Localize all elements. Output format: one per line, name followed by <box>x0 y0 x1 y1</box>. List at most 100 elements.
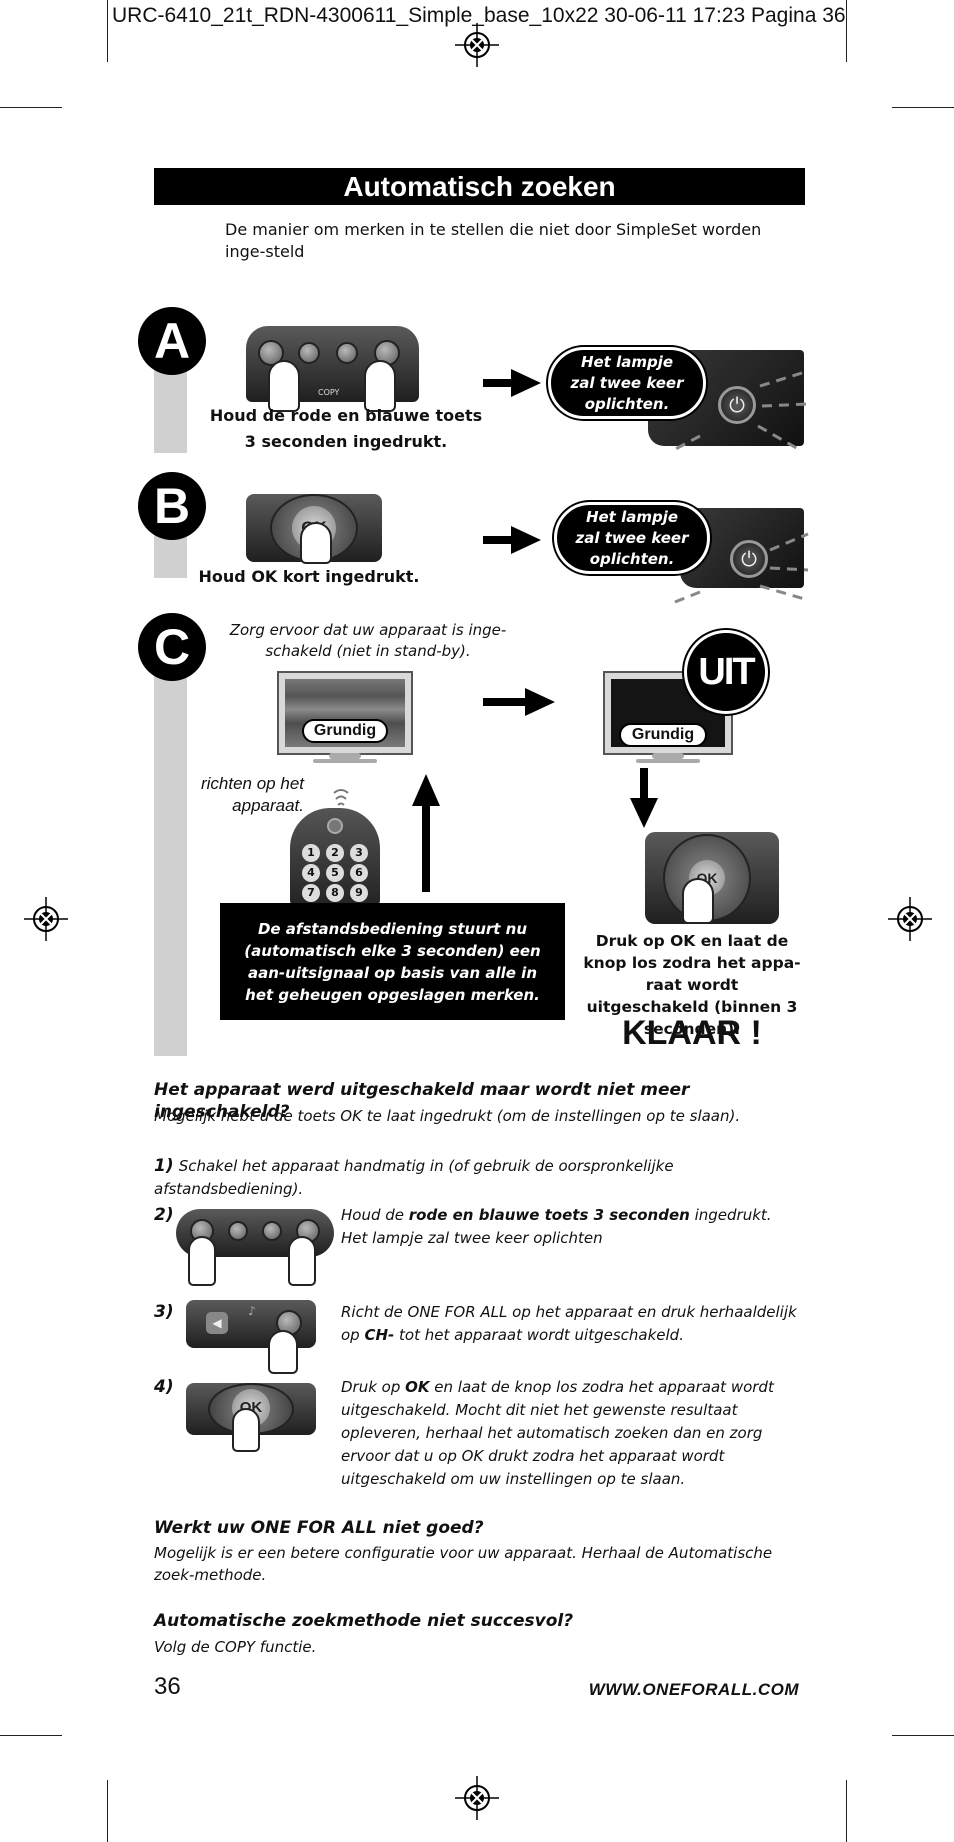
step-c-badge: C <box>138 613 206 681</box>
key: 9 <box>350 884 368 902</box>
faq-2-text: Volg de COPY functie. <box>154 1638 317 1656</box>
crop-mark <box>892 107 954 108</box>
registration-mark-icon <box>24 897 68 941</box>
arrow-right-icon <box>483 698 527 706</box>
troubleshoot-sub: Mogelijk hebt u de toets OK te laat inge… <box>154 1107 741 1125</box>
finger-icon <box>268 1330 298 1374</box>
item-emphasis: OK <box>405 1378 430 1396</box>
faq-1-text: Mogelijk is er een betere configuratie v… <box>154 1544 773 1584</box>
mute-icon: ♪ <box>248 1304 256 1318</box>
arrow-right-icon <box>525 688 555 716</box>
item-text: Druk op <box>341 1378 406 1396</box>
registration-mark-icon <box>455 1776 499 1820</box>
key: 1 <box>302 844 320 862</box>
remote-handheld: 1 2 3 4 5 6 7 8 9 <box>290 808 380 908</box>
item-3-text: Richt de ONE FOR ALL op het apparaat en … <box>341 1301 801 1347</box>
tv-stand <box>636 759 700 763</box>
key: 7 <box>302 884 320 902</box>
tv-stand <box>329 753 361 759</box>
crop-mark <box>846 0 847 62</box>
finger-icon <box>288 1236 316 1286</box>
item-text: ingedrukt. <box>689 1206 772 1224</box>
item-text: tot het apparaat wordt uitgeschakeld. <box>394 1326 684 1344</box>
light-rays-icon <box>669 532 809 606</box>
tv-brand-label: Grundig <box>619 723 707 747</box>
green-button <box>228 1221 248 1241</box>
item-number: 3) <box>154 1302 174 1322</box>
intro-text: De manier om merken in te stellen die ni… <box>225 220 762 261</box>
item-number: 4) <box>154 1377 174 1397</box>
item-number: 2) <box>154 1205 174 1225</box>
yellow-button <box>336 342 358 364</box>
crop-mark <box>0 1735 62 1736</box>
crop-mark <box>846 1780 847 1842</box>
arrow-right-icon <box>511 526 541 554</box>
item-text: Schakel het apparaat handmatig in (of ge… <box>154 1157 674 1198</box>
finger-icon <box>682 878 714 924</box>
item-text: Houd de <box>341 1206 409 1224</box>
crop-mark <box>107 0 108 62</box>
green-button <box>298 342 320 364</box>
key: 4 <box>302 864 320 882</box>
signal-icon <box>333 789 349 806</box>
item-text: en laat de knop los zodra het apparaat w… <box>341 1378 774 1488</box>
faq-2-heading: Automatische zoekmethode niet succesvol? <box>154 1611 574 1631</box>
item-4-text: Druk op OK en laat de knop los zodra het… <box>341 1376 805 1491</box>
arrow-up-icon <box>422 804 430 892</box>
item-emphasis: rode en blauwe toets 3 seconden <box>408 1206 690 1224</box>
tv-stand <box>652 753 684 759</box>
key: 8 <box>326 884 344 902</box>
power-icon <box>327 818 343 834</box>
item-number: 1) <box>154 1156 174 1176</box>
tv-stand <box>313 759 377 763</box>
tv-on-illustration: Grundig <box>279 673 411 765</box>
crop-mark <box>892 1735 954 1736</box>
step-a-badge: A <box>138 307 206 375</box>
step-b-caption: Houd OK kort ingedrukt. <box>198 567 420 586</box>
finger-icon <box>364 360 396 412</box>
item-2-text: Houd de rode en blauwe toets 3 seconden … <box>341 1204 801 1250</box>
print-header: URC-6410_21t_RDN-4300611_Simple_base_10x… <box>112 4 846 27</box>
volume-icon: ◀ <box>206 1312 228 1334</box>
crop-mark <box>0 107 62 108</box>
arrow-right-icon <box>511 369 541 397</box>
finger-icon <box>188 1236 216 1286</box>
arrow-up-icon <box>412 774 440 806</box>
uit-badge: UIT <box>684 630 768 714</box>
power-icon: ⏻ <box>718 386 756 424</box>
website-link[interactable]: WWW.ONEFORALL.COM <box>588 1680 799 1699</box>
key: 6 <box>350 864 368 882</box>
arrow-down-icon <box>630 798 658 828</box>
yellow-button <box>262 1221 282 1241</box>
arrow-down-icon <box>640 768 648 800</box>
key: 2 <box>326 844 344 862</box>
page-number: 36 <box>154 1673 181 1700</box>
item-emphasis: CH- <box>364 1326 395 1344</box>
registration-mark-icon <box>455 23 499 67</box>
step-c-bar <box>154 640 187 1056</box>
finger-icon <box>232 1408 260 1452</box>
page-title: Automatisch zoeken <box>154 168 805 205</box>
step-b-badge: B <box>138 472 206 540</box>
number-keypad: 1 2 3 4 5 6 7 8 9 <box>302 844 372 902</box>
registration-mark-icon <box>888 897 932 941</box>
step-a-bubble: Het lampje zal twee keer oplichten. <box>548 347 706 419</box>
finger-icon <box>300 522 332 564</box>
step-c-info-box: De afstandsbediening stuurt nu (automati… <box>220 903 565 1020</box>
light-rays-icon <box>669 370 809 454</box>
copy-label: COPY <box>318 388 340 397</box>
step-c-press-caption: Druk op OK en laat de knop los zodra het… <box>583 932 801 1038</box>
point-note: richten op het apparaat. <box>200 774 304 815</box>
item-text: Richt de ONE FOR ALL op het apparaat en … <box>341 1303 797 1344</box>
step-b-bubble: Het lampje zal twee keer oplichten. <box>554 502 710 574</box>
power-icon: ⏻ <box>730 540 768 578</box>
arrow-right-icon <box>483 536 513 544</box>
key: 3 <box>350 844 368 862</box>
finger-icon <box>268 360 300 412</box>
faq-1-heading: Werkt uw ONE FOR ALL niet goed? <box>154 1518 484 1538</box>
troubleshoot-heading: Het apparaat werd uitgeschakeld maar wor… <box>154 1080 690 1122</box>
arrow-right-icon <box>483 379 513 387</box>
item-text: Het lampje zal twee keer oplichten <box>341 1229 603 1247</box>
step-c-note: Zorg ervoor dat uw apparaat is inge-scha… <box>229 621 507 660</box>
troubleshoot-item-1: 1) Schakel het apparaat handmatig in (of… <box>154 1155 814 1201</box>
